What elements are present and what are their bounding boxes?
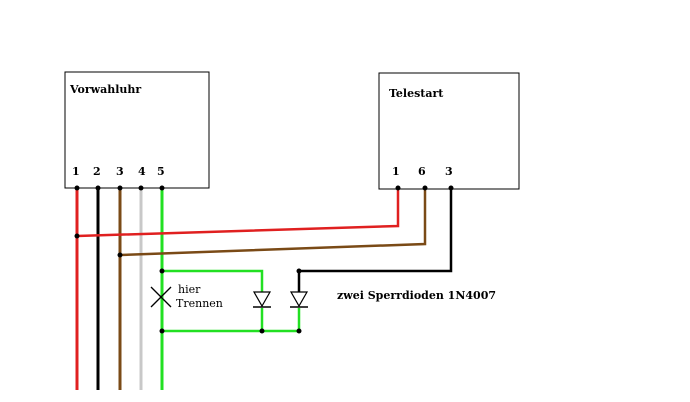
vorwahluhr-pin-2: 2 (93, 165, 101, 178)
diodes-label: zwei Sperrdioden 1N4007 (337, 289, 496, 302)
telestart-pin-3: 3 (445, 165, 453, 178)
black-wire-from-telestart (297, 188, 453, 292)
diode-2 (289, 291, 309, 308)
junction-dot (395, 185, 401, 191)
junction-dot (117, 252, 123, 258)
vorwahluhr-pin-5: 5 (157, 165, 165, 178)
junction-dot (74, 233, 80, 239)
junction-dot (448, 185, 454, 191)
brown-wire-to-telestart (119, 188, 427, 257)
junction-dot (296, 268, 302, 274)
junction-dot (74, 185, 80, 191)
vorwahluhr-box: Vorwahluhr 1 2 3 4 5 (64, 71, 210, 189)
vorwahluhr-pin-1: 1 (72, 165, 80, 178)
junction-dot (159, 268, 165, 274)
vorwahluhr-title: Vorwahluhr (69, 83, 141, 96)
diode-1 (252, 291, 272, 308)
cut-mark (150, 286, 172, 308)
junction-dot (422, 185, 428, 191)
cut-label-line1: hier (178, 283, 201, 296)
junction-dot (117, 185, 123, 191)
vorwahluhr-wires (75, 188, 164, 390)
telestart-title: Telestart (389, 87, 444, 100)
cut-label-line2: Trennen (176, 297, 223, 310)
junction-dot (138, 185, 144, 191)
red-wire-to-telestart (76, 188, 400, 238)
junction-dot (95, 185, 101, 191)
junction-dot (259, 328, 265, 334)
junction-dot (159, 185, 165, 191)
vorwahluhr-pin-3: 3 (116, 165, 124, 178)
junction-dots (74, 185, 454, 334)
telestart-box: Telestart 1 6 3 (378, 72, 520, 190)
telestart-pin-1: 1 (392, 165, 400, 178)
junction-dot (296, 328, 302, 334)
vorwahluhr-pin-4: 4 (138, 165, 146, 178)
junction-dot (159, 328, 165, 334)
telestart-pin-6: 6 (418, 165, 426, 178)
green-wire-top (162, 269, 264, 292)
